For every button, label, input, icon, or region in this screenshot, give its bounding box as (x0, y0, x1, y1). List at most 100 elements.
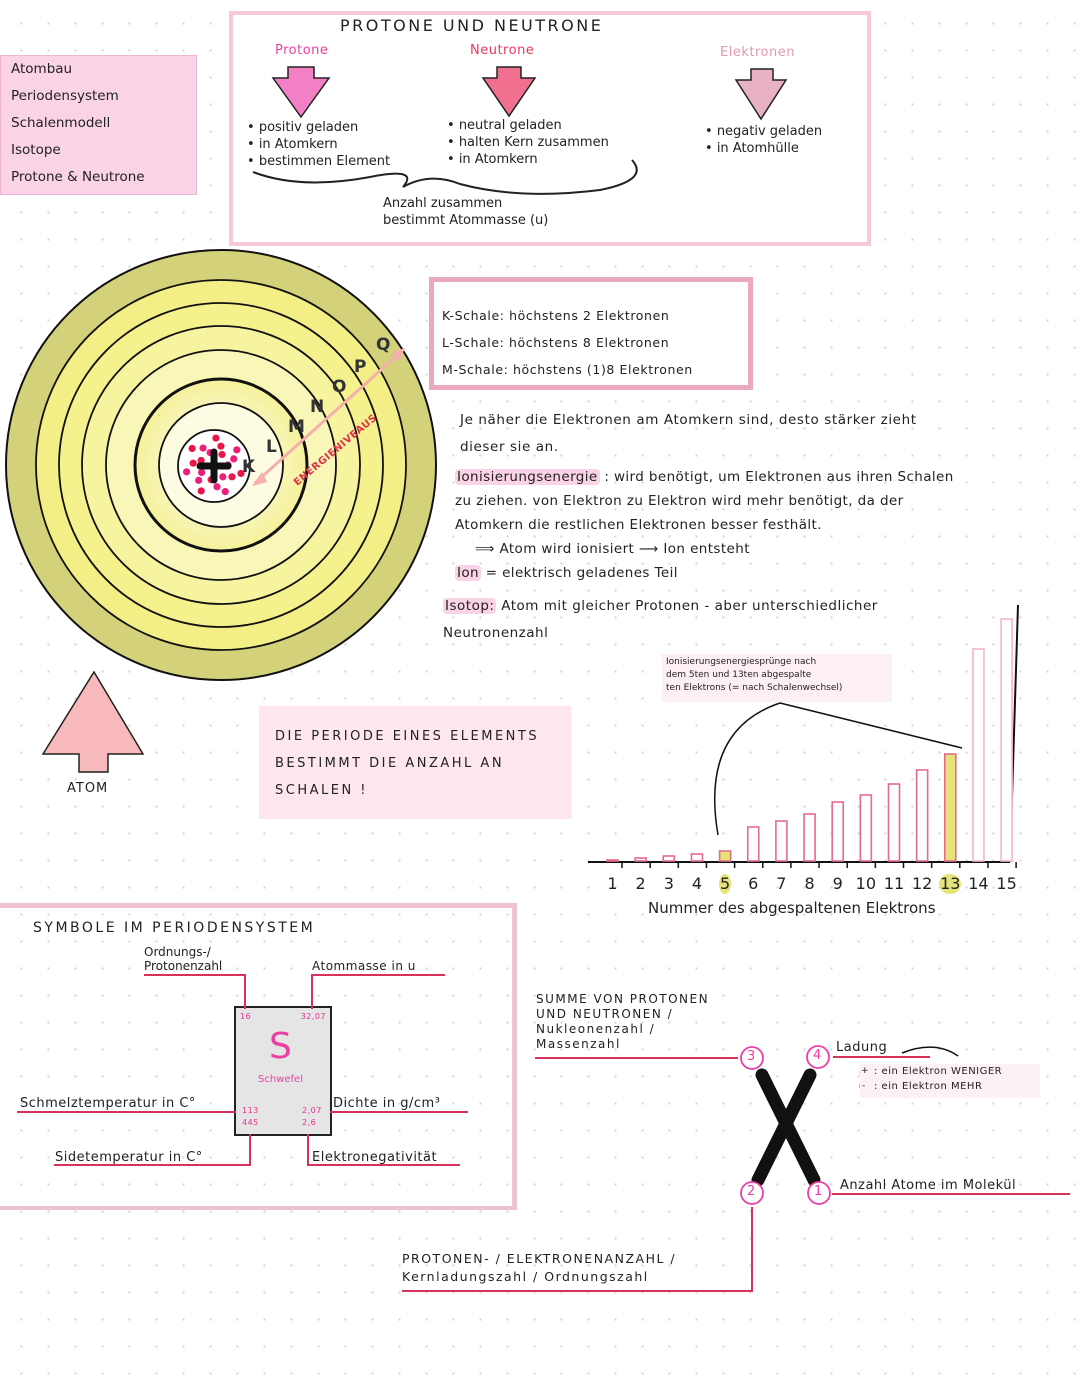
topic-list: Atombau Periodensystem Schalenmodell Iso… (0, 55, 197, 195)
label-line: Massenzahl (536, 1037, 621, 1051)
tile-density: 2,07 (302, 1106, 322, 1115)
tile-electronegativity: 2,6 (302, 1118, 317, 1127)
neutron-dot (217, 442, 225, 450)
shell-rule-l: L-Schale: höchstens 8 Elektronen (442, 335, 670, 350)
energy-arrowhead-icon (252, 472, 267, 486)
number-1: 1 (814, 1184, 823, 1199)
tile-boiling-point: 445 (242, 1118, 259, 1127)
shells-list: K-Schale: höchstens 2 Elektronen L-Schal… (442, 302, 693, 383)
topic-atombau[interactable]: Atombau (11, 61, 73, 77)
proton-dot (213, 483, 221, 491)
note-line: zu ziehen. von Elektron zu Elektron wird… (455, 493, 904, 509)
plus-sign: + (861, 1066, 870, 1076)
label-line: PROTONEN- / ELEKTRONENANZAHL / (402, 1251, 677, 1266)
term-ionisierungsenergie: Ionisierungsenergie (455, 469, 600, 485)
bar-2 (634, 857, 647, 862)
protone-point: in Atomkern (258, 137, 338, 152)
element-tile[interactable]: 16 32,07 S Schwefel 113 445 2,07 2,6 (234, 1006, 332, 1136)
particles-title: PROTONE UND NEUTRONE (340, 16, 604, 35)
shell-letter-o: O (332, 377, 347, 397)
x-tick-label: 4 (691, 874, 703, 893)
tile-atomic-mass: 32,07 (300, 1012, 326, 1021)
bar-5 (718, 850, 732, 862)
period-note-line: BESTIMMT DIE ANZAHL AN (275, 756, 505, 771)
neutrone-label: Neutrone (470, 43, 535, 58)
annotation-arrow-right (779, 702, 963, 749)
neutron-dot (189, 459, 197, 467)
label-siedetemperatur: Sidetemperatur in C° (55, 1150, 203, 1165)
elektronen-arrow-icon (734, 68, 788, 121)
x-tick-label: 15 (996, 874, 1017, 893)
note-line: Je näher die Elektronen am Atomkern sind… (460, 412, 917, 428)
note-line: = elektrisch geladenes Teil (485, 565, 678, 581)
minus-sign: - (862, 1081, 866, 1091)
proton-dot (197, 468, 206, 477)
label-line: SUMME VON PROTONEN (536, 992, 710, 1006)
proton-dot (230, 455, 238, 463)
atom-arrow-icon (41, 670, 145, 773)
x-glyph (751, 1068, 821, 1187)
note-line: dieser sie an. (460, 439, 559, 455)
brace-note-line: bestimmt Atommasse (u) (383, 213, 549, 228)
charge-legend: + : ein Elektron WENIGER - : ein Elektro… (860, 1064, 1040, 1098)
elektronen-label: Elektronen (720, 45, 795, 60)
chart-annotation: Ionisierungsenergiesprünge nach dem 5ten… (666, 656, 842, 695)
annotation-line: Ionisierungsenergiesprünge nach (666, 657, 817, 667)
label-ladung: Ladung (836, 1040, 888, 1055)
annotation-line: dem 5ten und 13ten abgespalte (666, 670, 812, 680)
x-tick-label: 13 (939, 874, 962, 894)
topic-periodensystem[interactable]: Periodensystem (11, 88, 119, 104)
shell-letter-p: P (354, 357, 367, 377)
note-isotop: Isotop: Atom mit gleicher Protonen - abe… (443, 593, 878, 647)
proton-dot (233, 446, 241, 454)
x-tick-label: 1 (607, 874, 618, 893)
label-ordnungszahl-2: PROTONEN- / ELEKTRONENANZAHL / Kernladun… (402, 1250, 676, 1286)
protone-arrow-icon (271, 66, 331, 119)
protone-point: bestimmen Element (258, 154, 391, 169)
topic-isotope[interactable]: Isotope (11, 142, 61, 158)
label-schmelztemperatur: Schmelztemperatur in C° (20, 1096, 196, 1111)
neutron-dot (197, 456, 205, 465)
label-line: Ordnungs-/ (144, 945, 211, 959)
brace (252, 159, 638, 195)
shell-letter-l: L (266, 437, 277, 457)
period-note: DIE PERIODE EINES ELEMENTS BESTIMMT DIE … (275, 723, 539, 804)
bar-8 (803, 813, 816, 862)
topic-schalenmodell[interactable]: Schalenmodell (11, 115, 111, 131)
protone-point: positiv geladen (258, 120, 359, 135)
ladung-arrow (901, 1046, 959, 1057)
bar-1 (606, 859, 619, 862)
bar-6 (746, 826, 760, 862)
shells-card (429, 277, 753, 390)
shell-rule-k: K-Schale: höchstens 2 Elektronen (442, 308, 670, 323)
x-tick-label: 5 (719, 874, 732, 894)
topic-protone-neutrone[interactable]: Protone & Neutrone (11, 169, 145, 185)
x-tick-label: 7 (776, 874, 787, 893)
bar-11 (887, 783, 901, 862)
x-tick-label: 8 (804, 874, 815, 893)
neutrone-point: neutral geladen (458, 118, 562, 133)
neutrone-point: halten Kern zusammen (458, 135, 609, 150)
term-isotop: Isotop: (443, 598, 497, 614)
proton-dot (183, 468, 191, 476)
neutrone-points: • neutral geladen • halten Kern zusammen… (447, 118, 609, 167)
label-line: Protonenzahl (144, 959, 223, 973)
neutron-dot (188, 444, 196, 453)
brace-note-line: Anzahl zusammen (383, 196, 503, 211)
shell-letter-m: M (288, 417, 305, 437)
neutron-dot (212, 434, 220, 442)
tile-melting-point: 113 (242, 1106, 259, 1115)
x-tick-label: 3 (663, 874, 674, 893)
energy-arrowhead-icon (392, 348, 405, 362)
tile-symbol: S (269, 1026, 293, 1067)
bar-9 (831, 801, 845, 862)
elektronen-point: negativ geladen (716, 124, 823, 139)
bar-7 (775, 820, 788, 862)
elektronen-point: in Atomhülle (716, 141, 799, 156)
charge-plus-text: : ein Elektron WENIGER (874, 1066, 1003, 1077)
neutron-dot (197, 487, 205, 495)
x-axis-label: Nummer des abgespaltenen Elektrons (648, 899, 936, 917)
x-tick-label: 9 (832, 874, 843, 893)
neutron-dot (218, 450, 226, 459)
